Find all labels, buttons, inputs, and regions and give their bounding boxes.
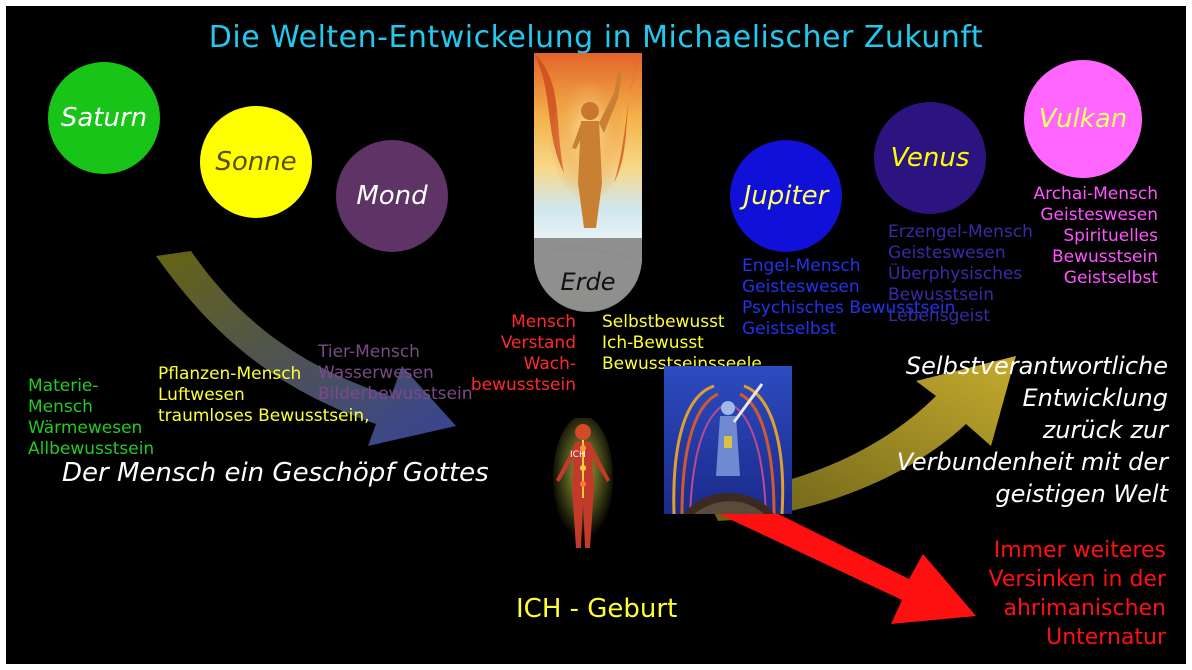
vulkan-stage-line: Geistselbst	[1006, 268, 1158, 289]
versinken-line: Immer weiteres	[926, 536, 1166, 565]
selbst-line: geistigen Welt	[856, 478, 1168, 510]
jupiter-planet: Jupiter	[730, 140, 842, 252]
erde-stage-left-text: Mensch Verstand Wach- bewusstsein	[458, 312, 576, 396]
saturn-stage-text: Materie- Mensch Wärmewesen Allbewusstsei…	[28, 376, 154, 460]
erde-stage-left-line: bewusstsein	[458, 375, 576, 396]
versinken-line: ahrimanischen	[926, 594, 1166, 623]
vulkan-planet: Vulkan	[1024, 60, 1142, 178]
sonne-label: Sonne	[215, 147, 296, 177]
ich-geburt-statement: ICH - Geburt	[516, 594, 677, 624]
mond-planet: Mond	[336, 140, 448, 252]
saturn-stage-line: Mensch	[28, 397, 154, 418]
saturn-stage-line: Allbewusstsein	[28, 439, 154, 460]
selbst-line: Verbundenheit mit der	[856, 446, 1168, 478]
mond-stage-line: Tier-Mensch	[318, 342, 472, 363]
venus-label: Venus	[891, 143, 970, 173]
jupiter-label: Jupiter	[744, 181, 829, 211]
versinken-line: Unternatur	[926, 623, 1166, 652]
mond-stage-line: Bilderbewusstsein	[318, 384, 472, 405]
vulkan-stage-line: Archai-Mensch	[1006, 184, 1158, 205]
sonne-planet: Sonne	[200, 106, 312, 218]
versinken-line: Versinken in der	[926, 565, 1166, 594]
slide: Die Welten-Entwickelung in Michaelischer…	[6, 6, 1186, 664]
figure-ich-label: ICH	[570, 450, 586, 460]
saturn-stage-line: Wärmewesen	[28, 418, 154, 439]
saturn-stage-line: Materie-	[28, 376, 154, 397]
erde-label: Erde	[534, 268, 642, 296]
selbstverantwortung-statement: Selbstverantwortliche Entwicklung zurück…	[856, 350, 1168, 510]
saturn-label: Saturn	[61, 103, 147, 133]
vulkan-stage-text: Archai-Mensch Geisteswesen Spirituelles …	[1006, 184, 1158, 289]
erde-stage-left-line: Wach-	[458, 354, 576, 375]
mond-label: Mond	[356, 181, 427, 211]
versinken-statement: Immer weiteres Versinken in der ahrimani…	[926, 536, 1166, 652]
vulkan-stage-line: Geisteswesen	[1006, 205, 1158, 226]
venus-planet: Venus	[874, 102, 986, 214]
erde-stage-left-line: Mensch	[458, 312, 576, 333]
sonne-stage-line: traumloses Bewusstsein,	[158, 406, 370, 427]
erde-stage-right-line: Ich-Bewusst	[602, 333, 762, 354]
selbst-line: zurück zur	[856, 414, 1168, 446]
vulkan-stage-line: Bewusstsein	[1006, 247, 1158, 268]
selbst-line: Selbstverantwortliche	[856, 350, 1168, 382]
saturn-planet: Saturn	[48, 62, 160, 174]
geschoepf-statement: Der Mensch ein Geschöpf Gottes	[62, 458, 489, 488]
venus-stage-line: Lebensgeist	[888, 306, 1033, 327]
human-figure-image: ICH	[548, 418, 618, 558]
mond-stage-text: Tier-Mensch Wasserwesen Bilderbewusstsei…	[318, 342, 472, 405]
selbst-line: Entwicklung	[856, 382, 1168, 414]
vulkan-stage-line: Spirituelles	[1006, 226, 1158, 247]
vulkan-label: Vulkan	[1039, 104, 1128, 134]
michael-image	[664, 366, 792, 514]
mond-stage-line: Wasserwesen	[318, 363, 472, 384]
erde-stage-right-line: Selbstbewusst	[602, 312, 762, 333]
erde-stage-left-line: Verstand	[458, 333, 576, 354]
